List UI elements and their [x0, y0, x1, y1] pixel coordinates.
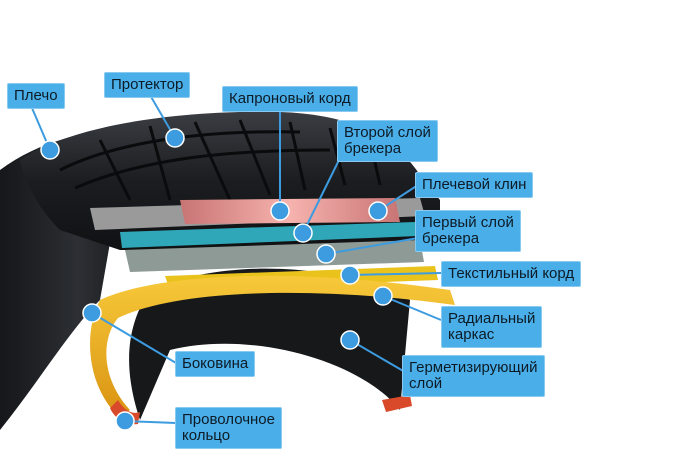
radial-carcass-layer	[90, 275, 455, 418]
label-shoulder: Плечо	[7, 83, 65, 109]
marker-dot-icon-textile-cord	[340, 265, 360, 285]
leader-line-second-breaker	[302, 157, 341, 234]
marker-dot-icon-first-breaker	[316, 244, 336, 264]
leader-line-radial-carcass	[382, 295, 442, 321]
marker-dot-icon-second-breaker	[293, 223, 313, 243]
leader-line-textile-cord	[349, 272, 442, 276]
tire-inner-liner	[129, 268, 410, 420]
leader-line-sealing-layer	[349, 339, 406, 373]
label-shoulder-wedge: Плечевой клин	[415, 172, 534, 198]
tire-layers	[90, 198, 455, 425]
leader-line-sidewall	[91, 312, 177, 364]
label-sidewall: Боковина	[175, 351, 256, 377]
marker-dots	[40, 128, 393, 431]
marker-dot-icon-shoulder-wedge	[368, 201, 388, 221]
marker-dot-icon-bead-wire	[115, 411, 135, 431]
marker-dot-icon-radial-carcass	[373, 286, 393, 306]
nylon-cord-layer	[180, 198, 400, 224]
bead-wire-shape-right	[382, 395, 412, 412]
label-textile-cord: Текстильный корд	[441, 261, 582, 287]
label-tread: Протектор	[104, 72, 191, 98]
label-sealing-layer: Герметизирующий слой	[402, 355, 545, 397]
marker-dot-icon-nylon-cord	[270, 201, 290, 221]
marker-dot-icon-shoulder	[40, 140, 60, 160]
label-bead-wire: Проволочное кольцо	[175, 407, 282, 449]
second-breaker-layer	[120, 222, 418, 248]
leader-line-first-breaker	[325, 237, 419, 255]
first-breaker-layer	[125, 240, 424, 272]
label-first-breaker: Первый слой брекера	[415, 210, 521, 252]
label-second-breaker: Второй слой брекера	[337, 120, 438, 162]
marker-dot-icon-tread	[165, 128, 185, 148]
label-nylon-cord: Капроновый корд	[222, 86, 358, 112]
leader-lines	[31, 94, 442, 424]
marker-dot-icon-sidewall	[82, 303, 102, 323]
marker-dot-icon-sealing-layer	[340, 330, 360, 350]
label-radial-carcass: Радиальный каркас	[441, 306, 543, 348]
